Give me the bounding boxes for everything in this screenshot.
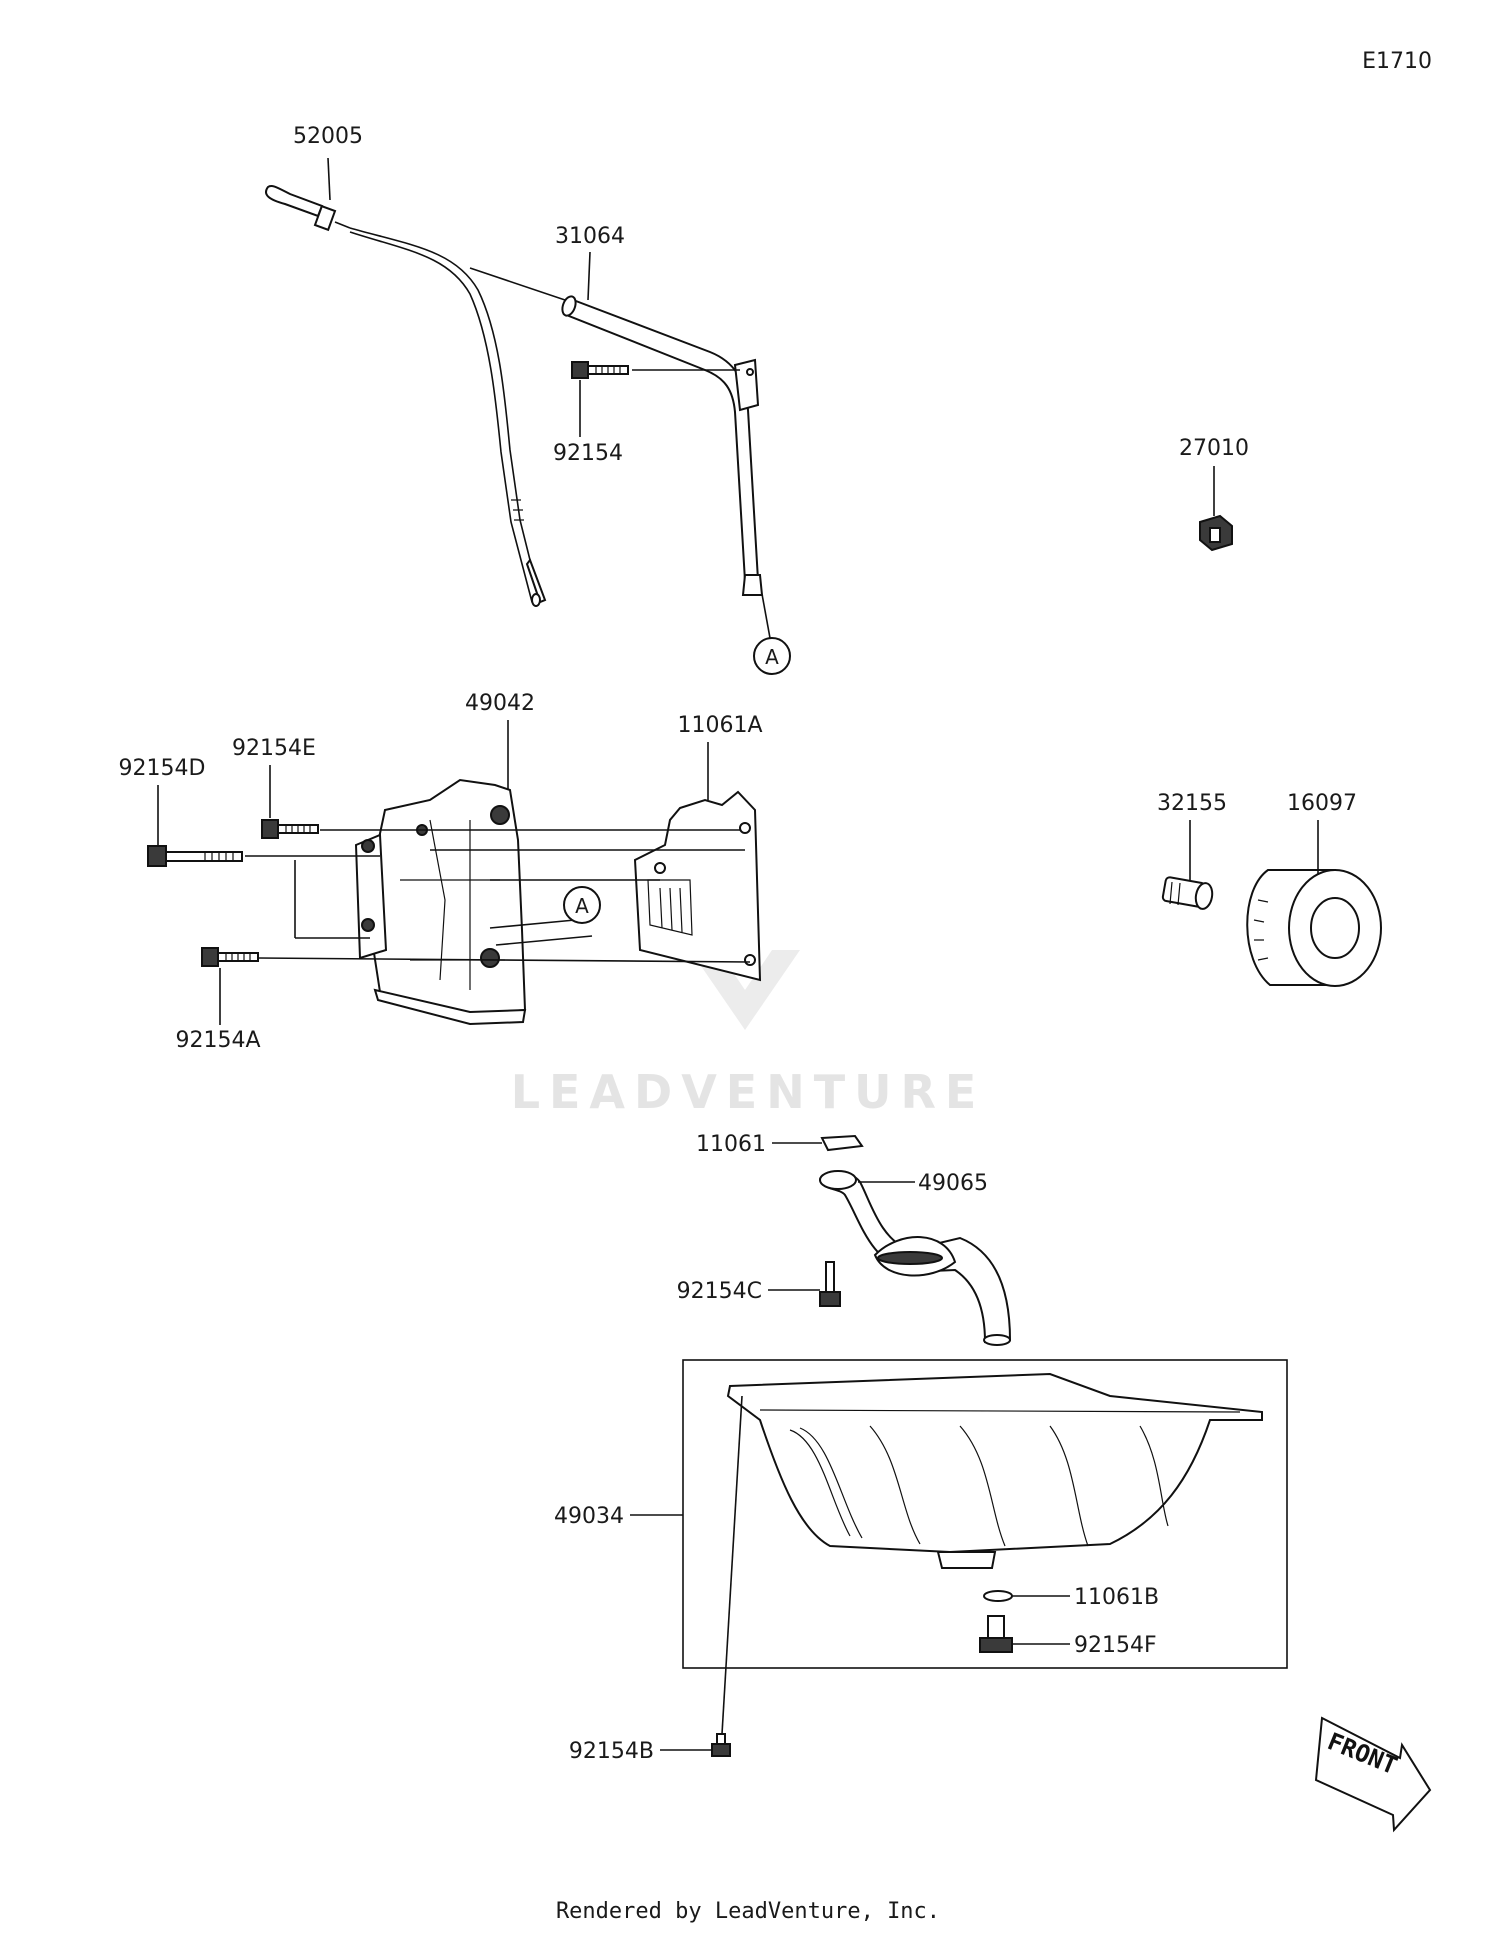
oil-pump-cover-49042[interactable]: [354, 778, 527, 1026]
bolt-92154b[interactable]: [711, 1733, 731, 1757]
gasket-11061a[interactable]: [633, 790, 762, 982]
oil-pan-49034[interactable]: [726, 1372, 1263, 1569]
diagram-id: E1710: [1362, 49, 1432, 74]
bolt-92154c[interactable]: [819, 1261, 841, 1307]
label-92154f: 92154F: [1074, 1633, 1157, 1658]
label-52005: 52005: [293, 124, 363, 149]
label-27010: 27010: [1179, 436, 1249, 461]
label-32155: 32155: [1157, 791, 1227, 816]
label-92154: 92154: [553, 441, 623, 466]
bolt-92154f[interactable]: [979, 1615, 1013, 1653]
label-11061b: 11061B: [1074, 1585, 1159, 1610]
fitting-32155[interactable]: [1161, 876, 1214, 910]
label-92154d: 92154D: [119, 756, 206, 781]
label-31064: 31064: [555, 224, 625, 249]
label-49034: 49034: [554, 1504, 624, 1529]
drain-plug-27010[interactable]: [1199, 514, 1233, 552]
watermark-text: LEADVENTURE: [511, 1065, 986, 1119]
label-92154e: 92154E: [232, 736, 316, 761]
footer-credit: Rendered by LeadVenture, Inc.: [556, 1899, 940, 1924]
bolt-92154a[interactable]: [201, 947, 259, 967]
strainer-49065[interactable]: [818, 1170, 1012, 1346]
front-arrow-icon: FRONT: [1314, 1716, 1432, 1833]
label-49042: 49042: [465, 691, 535, 716]
label-92154b: 92154B: [569, 1739, 654, 1764]
svg-text:A: A: [575, 894, 589, 918]
label-49065: 49065: [918, 1171, 988, 1196]
label-16097: 16097: [1287, 791, 1357, 816]
gasket-11061b[interactable]: [983, 1590, 1013, 1602]
bolt-92154e[interactable]: [261, 819, 319, 839]
bolt-92154[interactable]: [571, 361, 629, 379]
dipstick-tube-part[interactable]: [469, 267, 764, 596]
callout-a-mid: A: [563, 886, 601, 924]
bolt-92154d[interactable]: [147, 845, 243, 867]
label-11061a: 11061A: [677, 713, 762, 738]
label-92154a: 92154A: [175, 1028, 260, 1053]
gasket-11061[interactable]: [820, 1134, 864, 1152]
dipstick-part[interactable]: [265, 184, 547, 607]
oil-pan-box: [682, 1359, 1288, 1669]
svg-text:A: A: [765, 645, 779, 669]
oil-filter-16097[interactable]: [1246, 869, 1382, 987]
callout-a-top: A: [753, 637, 791, 675]
label-92154c: 92154C: [677, 1279, 762, 1304]
label-11061: 11061: [696, 1132, 766, 1157]
watermark: LEADVENTURE: [511, 870, 986, 1119]
